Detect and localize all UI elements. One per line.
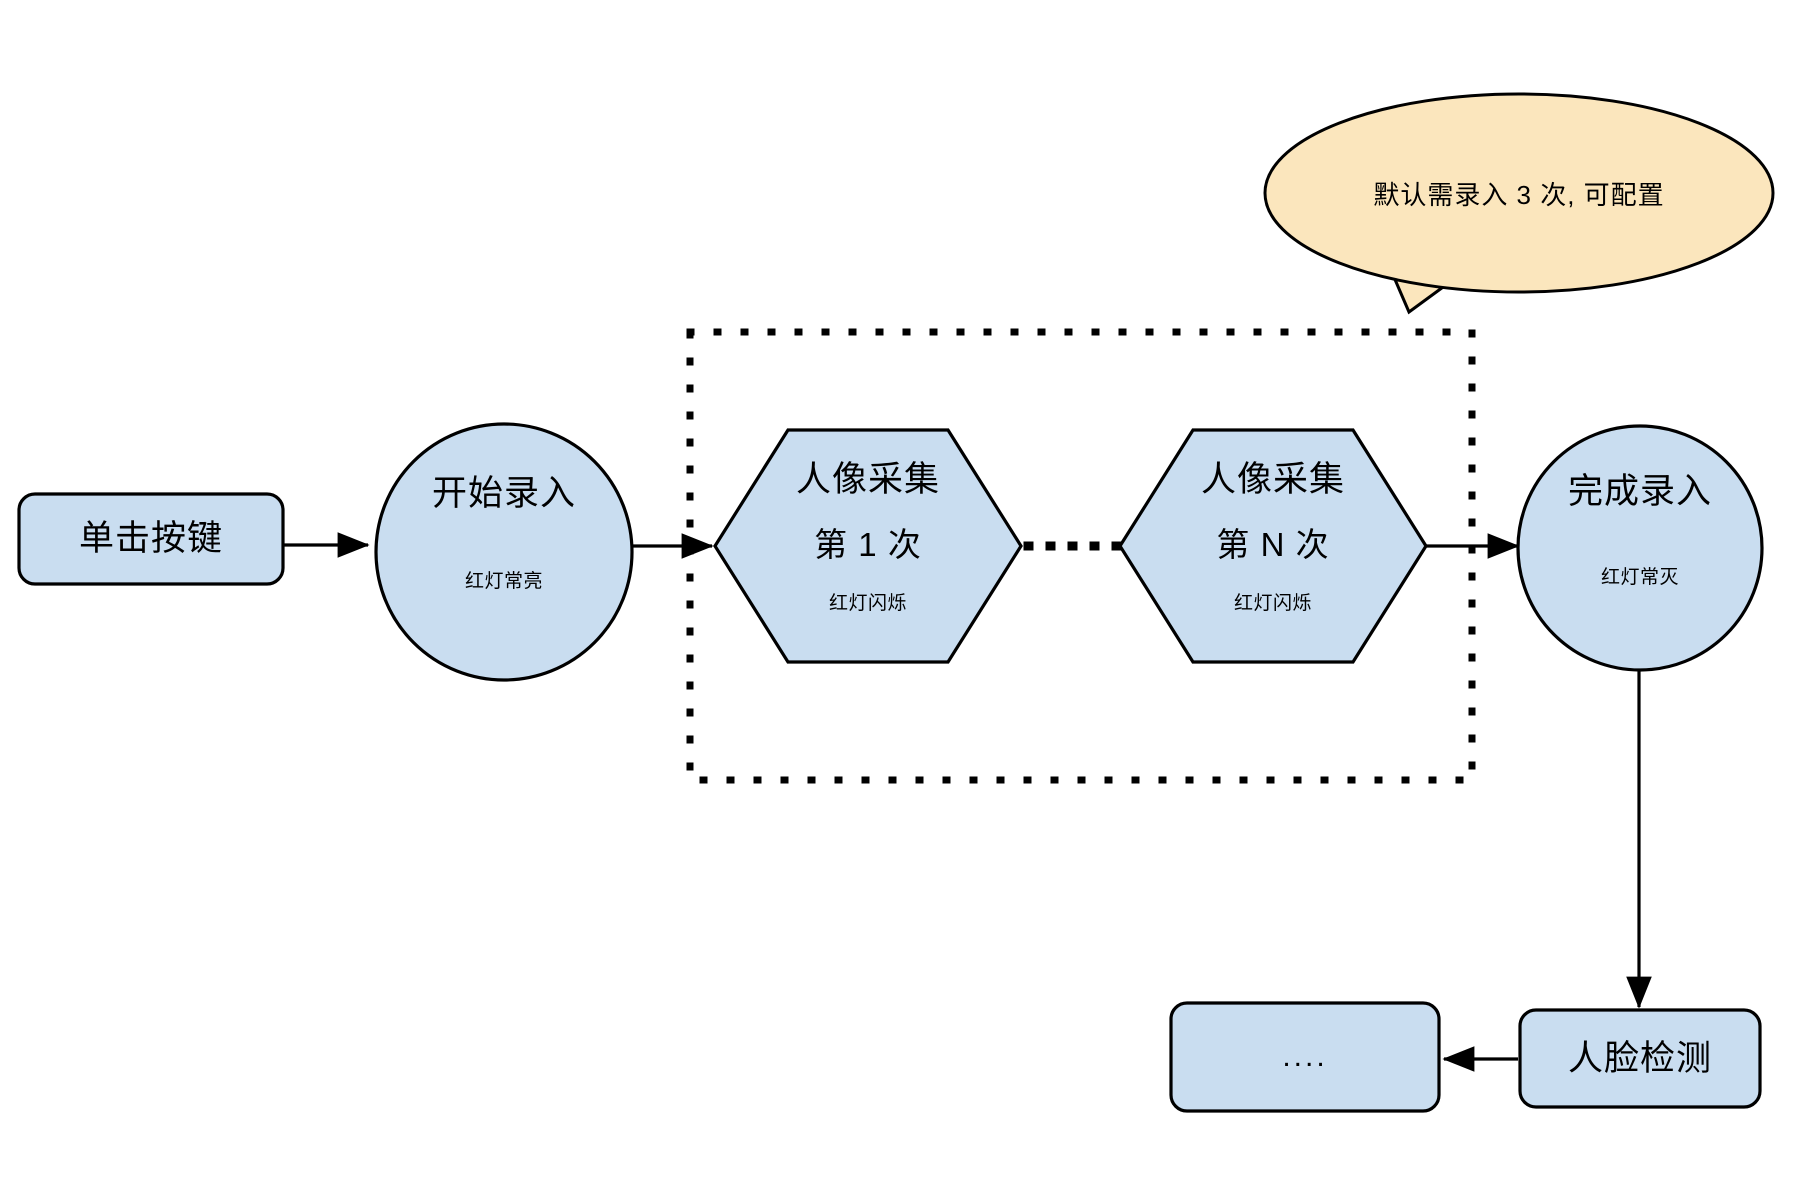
node-face-capture-n[interactable] bbox=[1118, 428, 1428, 664]
node-finish-enroll[interactable] bbox=[1516, 424, 1764, 672]
node-face-detect[interactable] bbox=[1518, 1008, 1762, 1109]
node-click-key[interactable] bbox=[17, 492, 285, 586]
callout-repeat-note bbox=[1263, 92, 1775, 315]
capture-loop-group bbox=[686, 328, 1476, 784]
callout-bubble bbox=[1263, 92, 1775, 294]
node-more-steps[interactable] bbox=[1169, 1001, 1441, 1113]
node-face-capture-1[interactable] bbox=[713, 428, 1023, 664]
node-start-enroll[interactable] bbox=[374, 422, 634, 682]
